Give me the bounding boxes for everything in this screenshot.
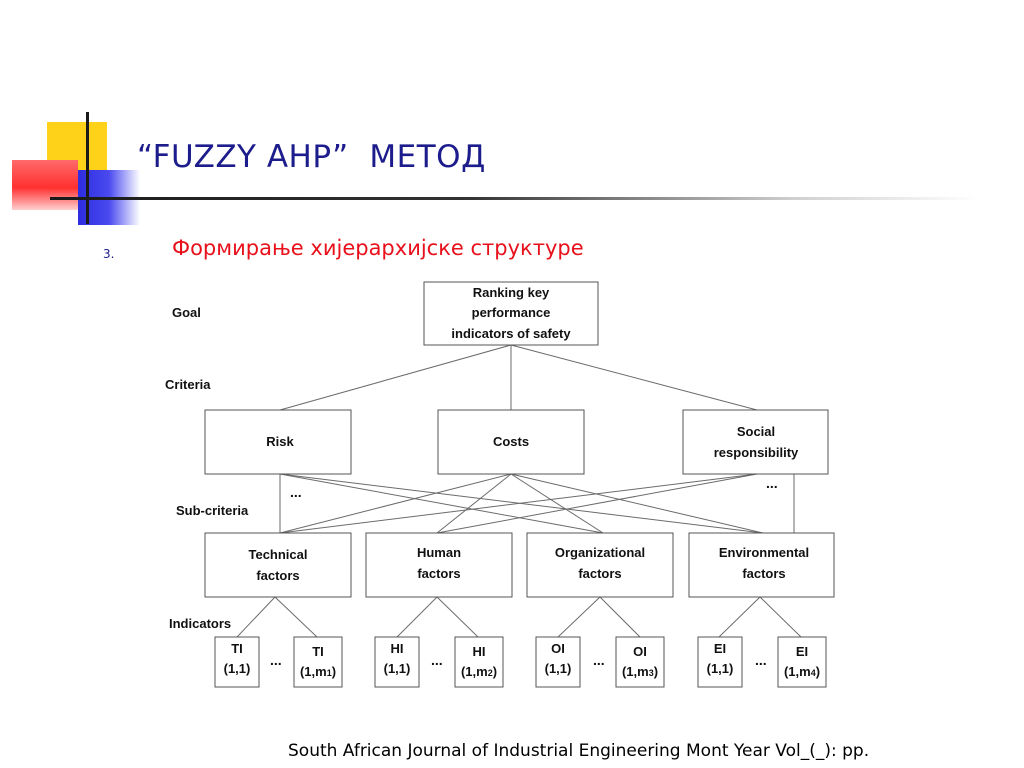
connector-lines — [236, 344, 802, 638]
citation: South African Journal of Industrial Engi… — [288, 741, 870, 761]
ellipsis-oi: ... — [593, 652, 605, 668]
goal-line-1: Ranking key — [473, 285, 550, 300]
ellipsis-social: ... — [766, 475, 778, 491]
indicator-hi-first: HI (1,1) — [374, 636, 420, 688]
indicator-ei-first-index: (1,1) — [707, 661, 734, 676]
ellipsis-risk: ... — [290, 484, 302, 500]
criteria-social-node: Social responsibility — [682, 409, 829, 475]
subcriteria-environmental-line-2: factors — [742, 566, 785, 581]
criteria-risk-node: Risk — [204, 409, 352, 475]
bullet-text: Формирање хијерархијске структуре — [172, 236, 584, 260]
indicator-ei-first: EI (1,1) — [697, 636, 743, 688]
criteria-costs-label: Costs — [493, 434, 529, 449]
criteria-social-line-1: Social — [737, 424, 775, 439]
subcriteria-organizational-node: Organizational factors — [526, 532, 674, 598]
subcriteria-human-line-1: Human — [417, 545, 461, 560]
ellipsis-hi: ... — [431, 652, 443, 668]
indicator-ei-last-name: EI — [796, 644, 808, 659]
level-label-criteria: Criteria — [165, 377, 211, 392]
subcriteria-environmental-line-1: Environmental — [719, 545, 809, 560]
subcriteria-organizational-line-2: factors — [578, 566, 621, 581]
indicator-ti-last-index: (1,m1) — [300, 664, 336, 679]
indicator-oi-last: OI (1,m3) — [615, 636, 665, 688]
level-label-goal: Goal — [172, 305, 201, 320]
subcriteria-technical-line-2: factors — [256, 568, 299, 583]
indicator-oi-last-name: OI — [633, 644, 647, 659]
criteria-risk-label: Risk — [266, 434, 294, 449]
indicator-hi-last-name: HI — [473, 644, 486, 659]
bullet-number: 3. — [103, 247, 115, 261]
level-label-indicators: Indicators — [169, 616, 231, 631]
level-label-sub-criteria: Sub-criteria — [176, 503, 249, 518]
indicator-hi-last-index: (1,m2) — [461, 664, 497, 679]
title-underline — [50, 197, 980, 200]
indicator-hi-last: HI (1,m2) — [454, 636, 504, 688]
subcriteria-technical-line-1: Technical — [248, 547, 307, 562]
decor-red-square — [12, 160, 78, 210]
subcriteria-human-line-2: factors — [417, 566, 460, 581]
indicator-ti-last: TI (1,m1) — [293, 636, 343, 688]
indicator-oi-last-index: (1,m3) — [622, 664, 658, 679]
indicator-ei-last: EI (1,m4) — [777, 636, 827, 688]
subcriteria-organizational-line-1: Organizational — [555, 545, 645, 560]
subcriteria-human-node: Human factors — [365, 532, 513, 598]
criteria-social-line-2: responsibility — [714, 445, 799, 460]
indicator-ti-first-index: (1,1) — [224, 661, 251, 676]
goal-line-2: performance — [472, 305, 551, 320]
goal-line-3: indicators of safety — [451, 326, 571, 341]
indicator-hi-first-name: HI — [391, 641, 404, 656]
subcriteria-technical-node: Technical factors — [204, 532, 352, 598]
indicator-ti-first: TI (1,1) — [214, 636, 260, 688]
indicator-oi-first-index: (1,1) — [545, 661, 572, 676]
indicator-oi-first: OI (1,1) — [535, 636, 581, 688]
ellipsis-ti: ... — [270, 652, 282, 668]
indicator-ti-last-name: TI — [312, 644, 324, 659]
subcriteria-environmental-node: Environmental factors — [688, 532, 835, 598]
indicator-ei-last-index: (1,m4) — [784, 664, 820, 679]
indicator-ei-first-name: EI — [714, 641, 726, 656]
indicator-hi-first-index: (1,1) — [384, 661, 411, 676]
ellipsis-ei: ... — [755, 652, 767, 668]
goal-node: Ranking key performance indicators of sa… — [423, 281, 599, 346]
criteria-costs-node: Costs — [437, 409, 585, 475]
indicator-ti-first-name: TI — [231, 641, 243, 656]
slide-title: “FUZZY AHP” МЕТОД — [137, 139, 486, 175]
indicator-oi-first-name: OI — [551, 641, 565, 656]
decor-vertical-line — [86, 112, 89, 224]
